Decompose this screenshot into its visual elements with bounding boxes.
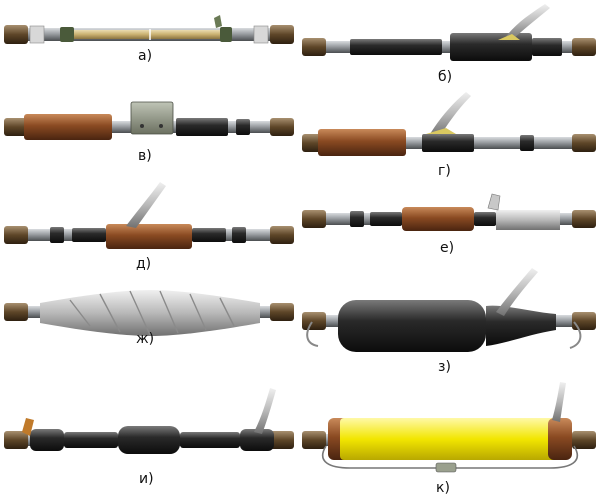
wire-tail-icon (487, 193, 501, 211)
cable-end-icon (572, 312, 596, 330)
cable-end-icon (572, 134, 596, 152)
panel-z-label: з) (438, 359, 451, 375)
wire-tail-icon (430, 92, 471, 136)
cable-end-icon (270, 25, 294, 44)
wire-tail-icon (552, 382, 566, 422)
splice-sleeve-icon (24, 114, 112, 140)
tape-wrap (220, 27, 232, 42)
tape-wrap (60, 27, 74, 42)
panel-b-drawing (302, 4, 596, 61)
panel-zh-label: ж) (136, 331, 154, 347)
panel-i-drawing (4, 388, 294, 454)
splice-sleeve-icon (402, 207, 474, 231)
panel-g-label: г) (438, 163, 451, 179)
cable-end-icon (270, 431, 294, 449)
cable-end-icon (302, 431, 326, 449)
wire-tail-icon (126, 182, 166, 228)
cable-end-icon (270, 226, 294, 244)
cable-end-icon (302, 312, 326, 330)
panel-e-drawing (302, 193, 596, 231)
cable-end-icon (572, 210, 596, 228)
panel-k-drawing (302, 382, 596, 473)
panel-i-label: и) (139, 471, 154, 487)
splice-sleeve-icon (338, 300, 486, 352)
panel-v-drawing (4, 101, 294, 140)
cable-end-icon (572, 431, 596, 449)
cable-end-icon (4, 303, 28, 321)
splice-sleeve-icon (118, 426, 180, 454)
cable-end-icon (4, 431, 28, 449)
splice-sleeve-icon (106, 224, 192, 249)
cable-end-icon (4, 25, 28, 44)
panel-zh-drawing (4, 290, 294, 336)
panel-b-label: б) (438, 69, 452, 85)
cable-end-icon (302, 210, 326, 228)
panel-a-label: а) (138, 48, 152, 64)
splice-sleeve-icon (450, 33, 532, 61)
panel-v-label: в) (138, 148, 152, 164)
cable-end-icon (4, 226, 28, 244)
cable-end-icon (572, 38, 596, 56)
panel-a-drawing (4, 15, 294, 44)
panel-k-label: к) (436, 480, 450, 496)
cable-end-icon (4, 118, 28, 136)
wire-tail-icon (505, 4, 550, 40)
wire-tail-icon (254, 388, 276, 434)
panel-g-drawing (302, 92, 596, 156)
cable-end-icon (270, 303, 294, 321)
connector-clamp-icon (22, 418, 34, 436)
panel-e-label: е) (440, 240, 454, 256)
splice-sleeve-icon (318, 129, 406, 156)
wire-tail-icon (496, 268, 538, 316)
panel-d-drawing (4, 182, 294, 249)
connector-clamp-icon (435, 462, 457, 473)
connector-clamp-icon (130, 101, 174, 135)
wire-tail-icon (214, 15, 222, 28)
panel-z-drawing (302, 268, 596, 352)
splice-sleeve-icon (340, 418, 562, 460)
braid-section (74, 30, 220, 39)
tape-wrap (496, 210, 560, 230)
panel-d-label: д) (136, 256, 151, 272)
tape-wrap (40, 290, 260, 336)
cable-end-icon (302, 38, 326, 56)
cable-end-icon (270, 118, 294, 136)
